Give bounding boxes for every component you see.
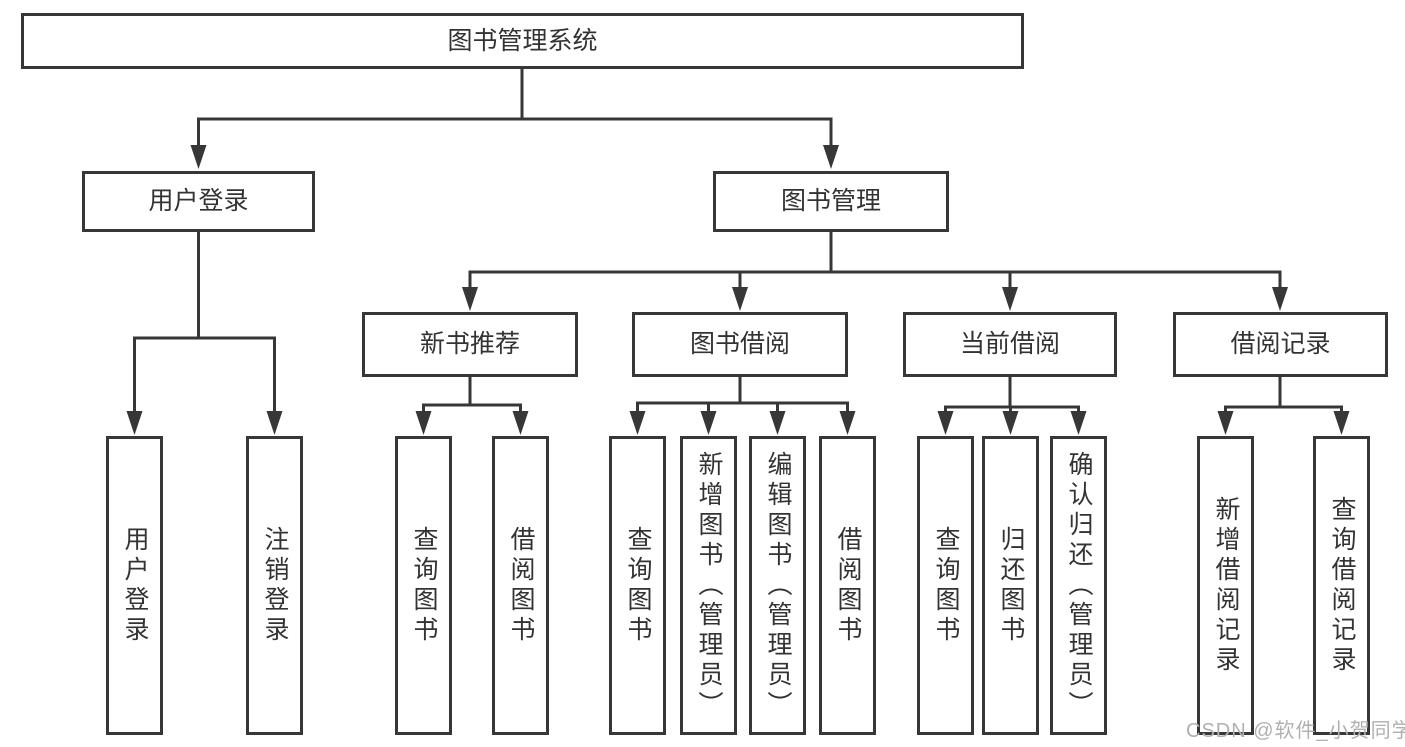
leaf-confirm-return-admin-label: 确认归还（管理员） <box>1065 450 1093 721</box>
node-current-borrow: 当前借阅 <box>903 312 1117 377</box>
leaf-edit-book-admin: 编辑图书（管理员） <box>749 436 806 735</box>
leaf-query-books-borrow: 查询图书 <box>609 436 666 735</box>
leaf-query-books-current: 查询图书 <box>917 436 974 735</box>
connector-current-borrow-to-leaves <box>937 377 1087 435</box>
csdn-watermark: CSDN @软件_小贺同学 <box>1186 720 1405 742</box>
leaf-user-login-label: 用户登录 <box>121 525 149 646</box>
leaf-borrow-books-newbook: 借阅图书 <box>492 436 549 735</box>
node-borrow-records-label: 借阅记录 <box>1230 330 1331 358</box>
leaf-return-book-label: 归还图书 <box>997 525 1025 646</box>
node-user-login-label: 用户登录 <box>148 187 249 215</box>
node-book-borrow: 图书借阅 <box>632 312 848 377</box>
connector-new-book-to-leaves <box>415 377 529 435</box>
node-book-borrow-label: 图书借阅 <box>689 330 790 358</box>
node-book-management: 图书管理 <box>713 171 949 232</box>
node-current-borrow-label: 当前借阅 <box>959 330 1060 358</box>
leaf-logout: 注销登录 <box>246 436 303 735</box>
node-root-label: 图书管理系统 <box>447 26 598 55</box>
leaf-add-book-admin: 新增图书（管理员） <box>680 436 737 735</box>
node-borrow-records: 借阅记录 <box>1173 312 1388 377</box>
connector-records-to-leaves <box>1217 377 1350 435</box>
leaf-user-login: 用户登录 <box>106 436 163 735</box>
connector-book-borrow-to-leaves <box>629 377 856 435</box>
node-new-book-recommend: 新书推荐 <box>362 312 578 377</box>
leaf-confirm-return-admin: 确认归还（管理员） <box>1050 436 1107 735</box>
leaf-add-borrow-record-label: 新增借阅记录 <box>1212 495 1240 676</box>
connector-book-management-to-level3 <box>462 232 1288 311</box>
leaf-query-books-current-label: 查询图书 <box>932 525 960 646</box>
leaf-return-book: 归还图书 <box>982 436 1039 735</box>
node-user-login: 用户登录 <box>82 171 315 232</box>
leaf-add-book-admin-label: 新增图书（管理员） <box>695 450 723 721</box>
connector-user-login-to-leaves <box>126 232 283 435</box>
leaf-borrow-books-newbook-label: 借阅图书 <box>507 525 535 646</box>
leaf-borrow-books-borrow: 借阅图书 <box>819 436 876 735</box>
leaf-query-books-newbook-label: 查询图书 <box>410 525 438 646</box>
leaf-logout-label: 注销登录 <box>261 525 289 646</box>
node-book-management-label: 图书管理 <box>780 187 881 215</box>
leaf-query-borrow-record-label: 查询借阅记录 <box>1328 495 1356 676</box>
node-new-book-recommend-label: 新书推荐 <box>419 330 520 358</box>
connector-root-to-level2 <box>190 69 839 169</box>
leaf-add-borrow-record: 新增借阅记录 <box>1197 436 1254 735</box>
leaf-query-borrow-record: 查询借阅记录 <box>1313 436 1370 735</box>
leaf-edit-book-admin-label: 编辑图书（管理员） <box>764 450 792 721</box>
node-root: 图书管理系统 <box>21 13 1024 69</box>
leaf-query-books-newbook: 查询图书 <box>395 436 452 735</box>
leaf-borrow-books-borrow-label: 借阅图书 <box>834 525 862 646</box>
leaf-query-books-borrow-label: 查询图书 <box>624 525 652 646</box>
